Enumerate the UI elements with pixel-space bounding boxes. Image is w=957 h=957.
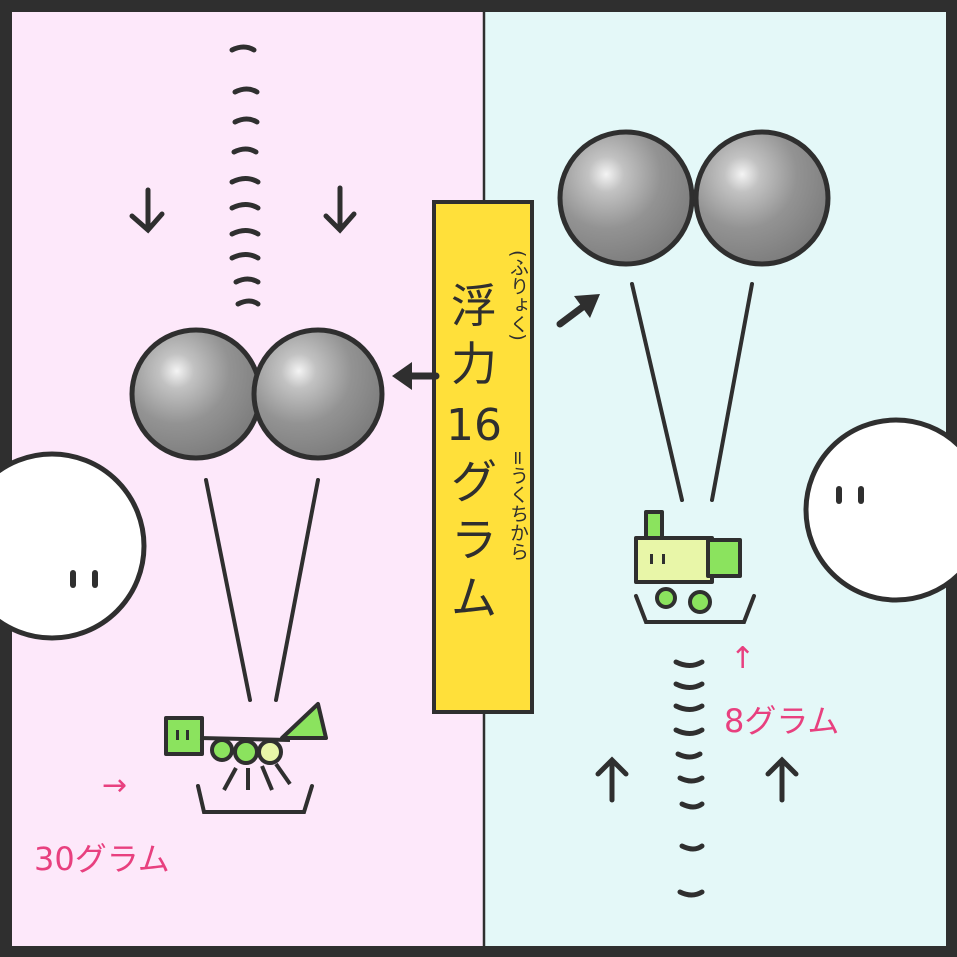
- sign-main-text: 浮 力 16 グ ラ ム: [446, 279, 502, 625]
- sign-char: グ: [451, 455, 497, 509]
- balloon-icon: [129, 327, 385, 461]
- sign-char: ラ: [451, 513, 497, 567]
- sign-char: 力: [451, 337, 497, 391]
- buoyancy-sign: [432, 200, 534, 714]
- right-weight-label: 8グラム: [724, 702, 839, 740]
- toy-icon: [164, 702, 328, 791]
- sign-char: 16: [446, 400, 502, 451]
- up-arrow-icon: [595, 756, 629, 803]
- balloon-strings: [204, 478, 320, 702]
- down-arrow-icon: [129, 187, 165, 234]
- sign-note: =うくちから: [507, 450, 529, 561]
- basket-icon: [634, 594, 756, 624]
- up-arrow-icon: [765, 756, 799, 803]
- character-icon: [803, 417, 957, 603]
- sign-char: 浮: [451, 279, 497, 333]
- down-arrow-icon: [323, 185, 357, 234]
- sign-reading: (ふりょく): [507, 250, 529, 341]
- balloon-icon: [557, 129, 831, 267]
- character-icon: [0, 451, 147, 641]
- balloon-strings: [630, 282, 754, 502]
- basket-icon: [196, 784, 314, 814]
- weight-arrow-icon: →: [102, 768, 127, 803]
- toy-icon: [634, 510, 742, 614]
- wind-lines-icon: [673, 659, 705, 898]
- weight-arrow-icon: ↑: [730, 641, 755, 676]
- sign-char: ム: [451, 571, 497, 625]
- left-weight-label: 30グラム: [34, 840, 170, 878]
- left-scene: [129, 44, 357, 307]
- wind-lines-icon: [229, 44, 261, 307]
- pointer-right-icon: [556, 294, 600, 328]
- pointer-left-icon: [392, 362, 440, 390]
